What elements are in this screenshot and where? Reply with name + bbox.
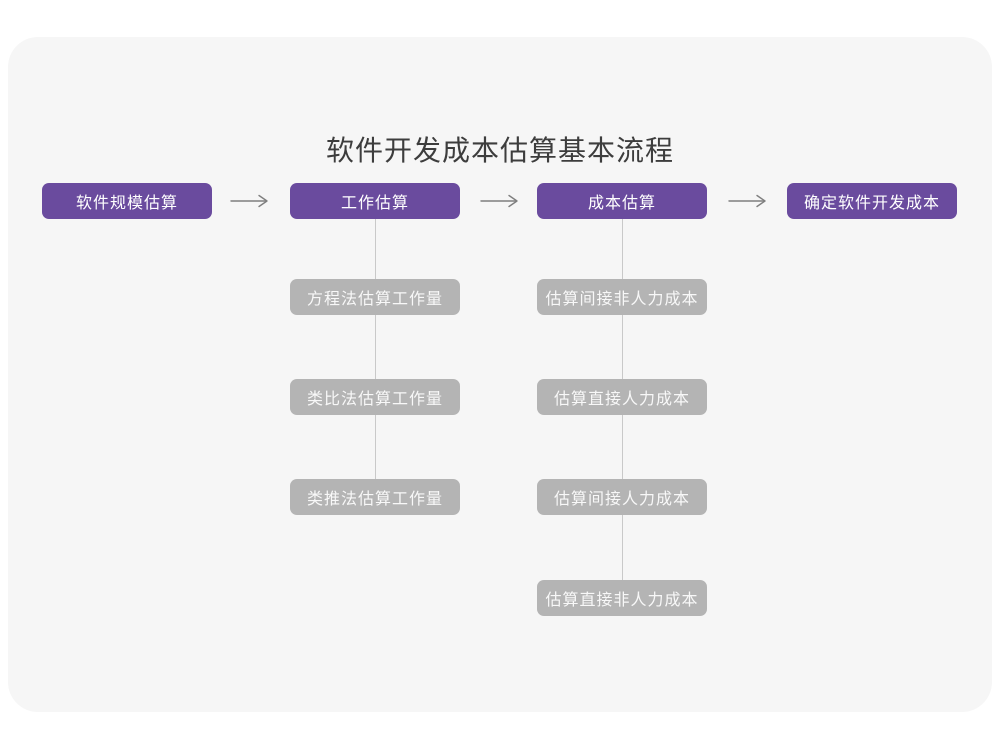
stage-box-software-size-estimation: 软件规模估算 (42, 183, 212, 219)
right-arrow-icon (230, 194, 270, 208)
stage-box-cost-estimation: 成本估算 (537, 183, 707, 219)
substep-box-indirect-non-labor-cost: 估算间接非人力成本 (537, 279, 707, 315)
substep-box-direct-non-labor-cost: 估算直接非人力成本 (537, 580, 707, 616)
substep-box-indirect-labor-cost: 估算间接人力成本 (537, 479, 707, 515)
stage-label: 确定软件开发成本 (803, 195, 940, 212)
substep-label: 估算直接非人力成本 (545, 592, 699, 609)
substep-box-extrapolation-method: 类推法估算工作量 (290, 479, 460, 515)
substep-label: 类比法估算工作量 (306, 391, 443, 408)
right-arrow-icon (480, 194, 520, 208)
substep-label: 估算直接人力成本 (553, 391, 690, 408)
substep-label: 估算间接人力成本 (553, 491, 690, 508)
substep-box-equation-method: 方程法估算工作量 (290, 279, 460, 315)
stage-box-work-estimation: 工作估算 (290, 183, 460, 219)
stage-label: 软件规模估算 (75, 195, 178, 212)
diagram-title: 软件开发成本估算基本流程 (325, 135, 674, 166)
substep-label: 方程法估算工作量 (306, 291, 443, 308)
stage-label: 成本估算 (587, 195, 656, 212)
stage-label: 工作估算 (340, 195, 409, 212)
stage-box-determine-software-dev-cost: 确定软件开发成本 (787, 183, 957, 219)
right-arrow-icon (728, 194, 768, 208)
substep-label: 类推法估算工作量 (306, 491, 443, 508)
flowchart-card: 软件开发成本估算基本流程 软件规模估算 工作估算 成本估算 (8, 37, 992, 712)
substep-box-direct-labor-cost: 估算直接人力成本 (537, 379, 707, 415)
connector-line-work-estimation (375, 219, 376, 479)
substep-label: 估算间接非人力成本 (545, 291, 699, 308)
substep-box-analogy-method: 类比法估算工作量 (290, 379, 460, 415)
